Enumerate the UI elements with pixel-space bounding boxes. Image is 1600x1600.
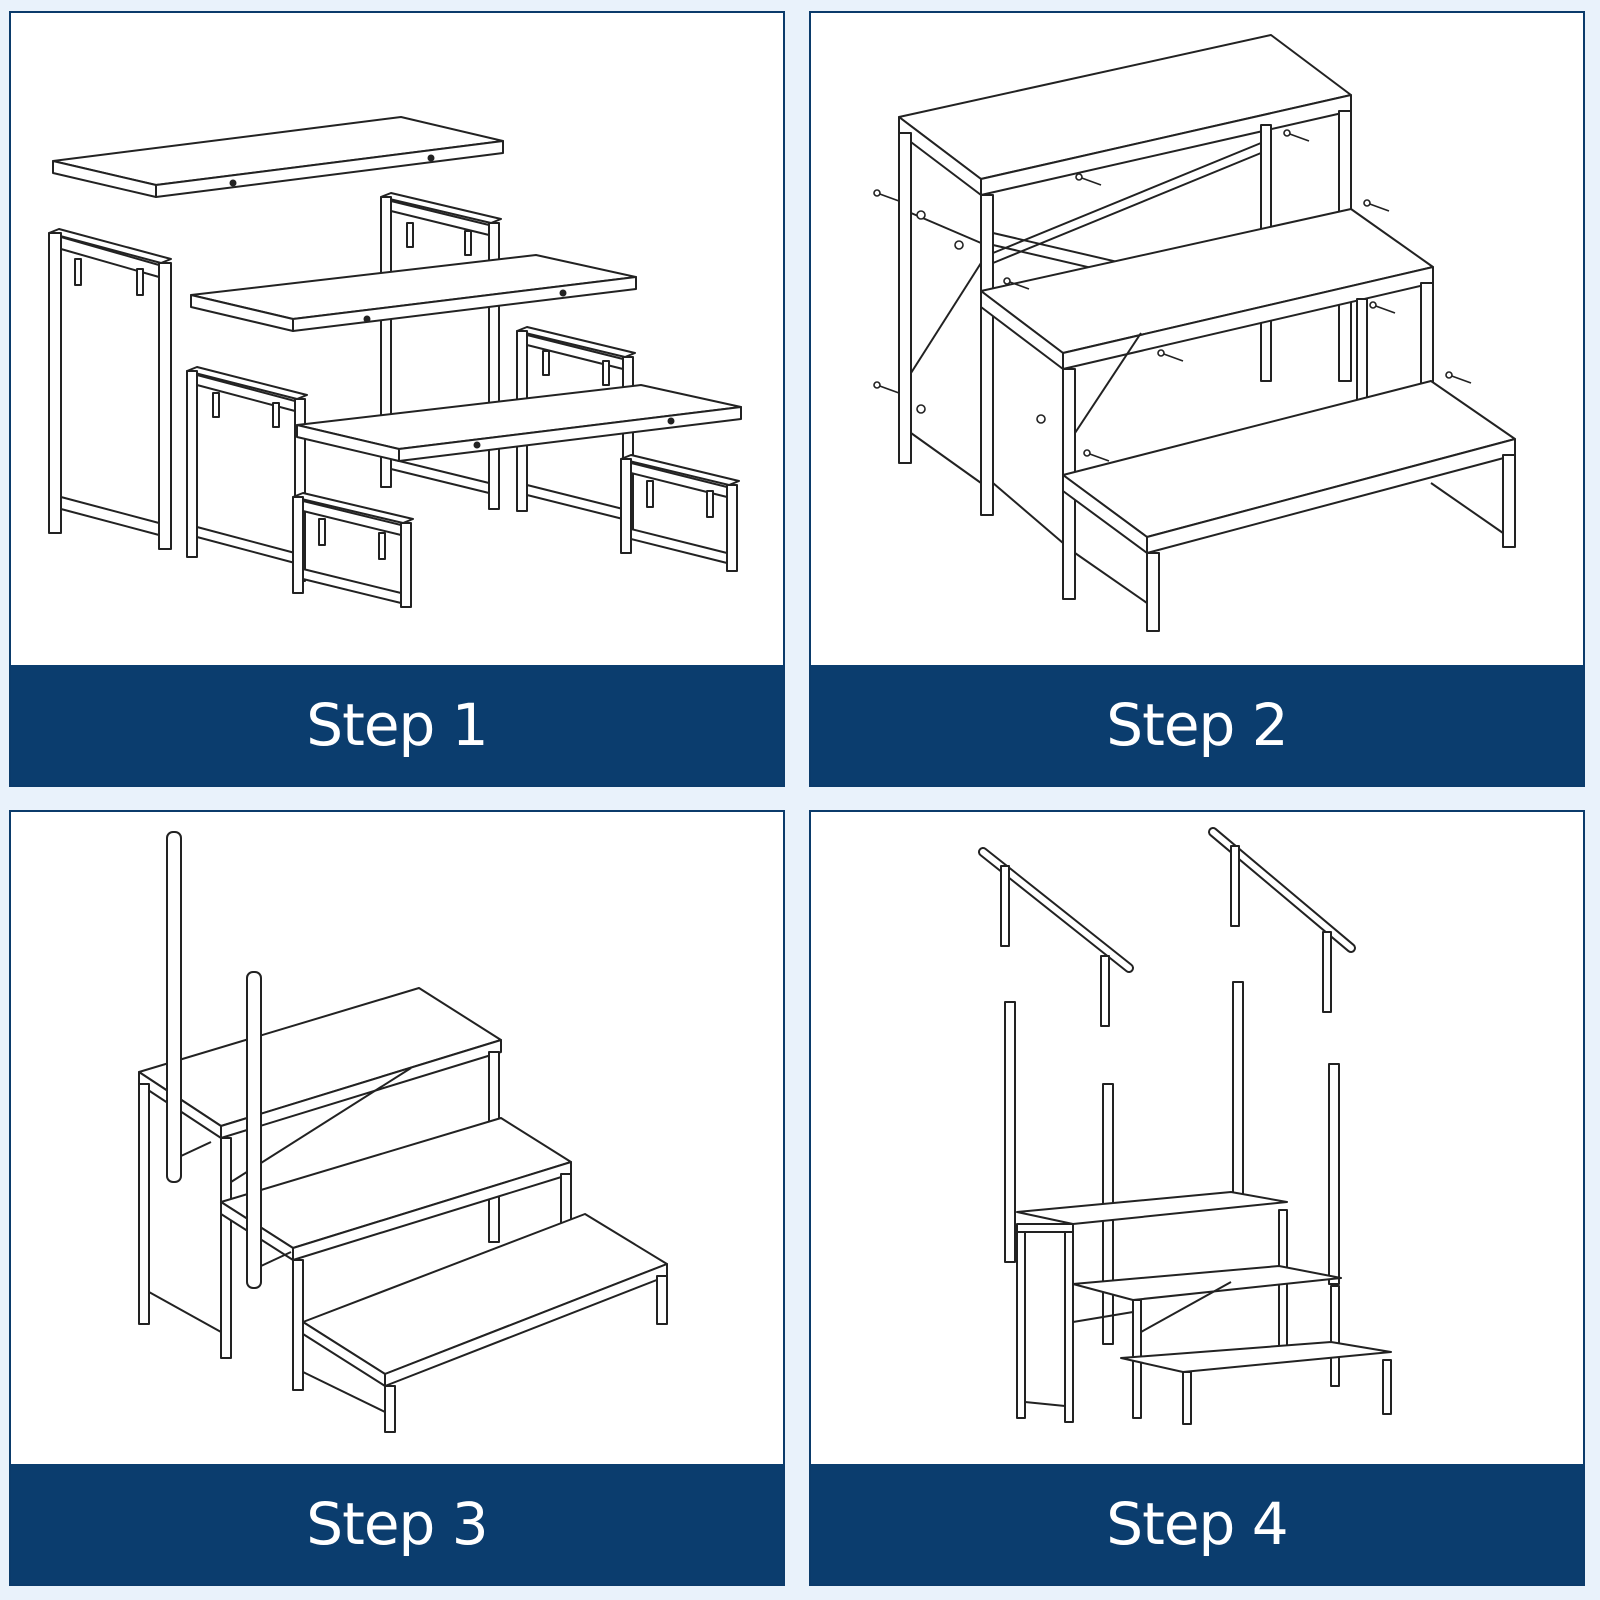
step-4-handrail-installation-illustration <box>811 812 1583 1464</box>
bottom-board <box>297 385 741 461</box>
step-2-frame-assembly-illustration <box>811 13 1583 665</box>
short-frame-right <box>621 455 739 571</box>
step-3-label: Step 3 <box>11 1464 783 1584</box>
short-frame-left <box>293 493 413 607</box>
middle-board <box>191 255 636 331</box>
tall-side-frame <box>49 229 171 549</box>
step-1-panel: Step 1 <box>9 11 785 787</box>
bottom-step <box>1063 381 1515 631</box>
middle-side-frame <box>187 367 307 581</box>
step-1-label: Step 1 <box>11 665 783 785</box>
top-board <box>53 117 503 197</box>
stair-with-posts <box>1005 982 1391 1424</box>
bolts <box>874 130 1471 461</box>
step-3-panel: Step 3 <box>9 810 785 1586</box>
step-2-label: Step 2 <box>811 665 1583 785</box>
step-2-panel: Step 2 <box>809 11 1585 787</box>
handrails <box>983 832 1351 1026</box>
step-1-exploded-parts-illustration <box>11 13 783 665</box>
middle-step <box>981 209 1433 599</box>
step-4-label: Step 4 <box>811 1464 1583 1584</box>
tall-posts <box>167 832 291 1288</box>
stair-frame <box>139 988 667 1432</box>
step-4-panel: Step 4 <box>809 810 1585 1586</box>
step-3-posts-installation-illustration <box>11 812 783 1464</box>
back-frame <box>381 193 501 509</box>
